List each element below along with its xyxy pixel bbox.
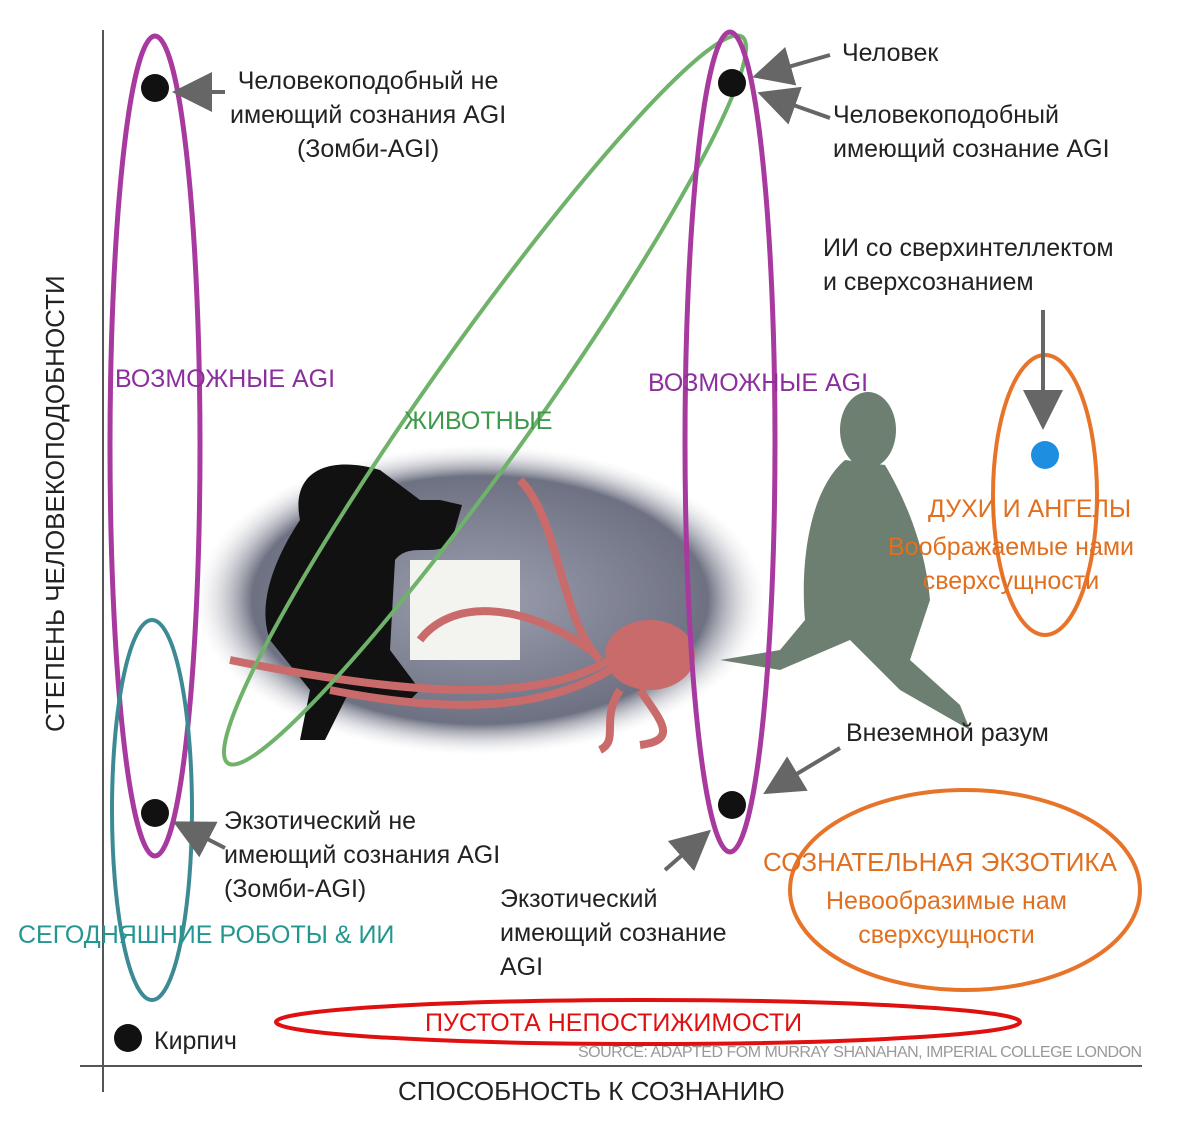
possible-agi-left-ellipse	[107, 33, 203, 859]
arrow-icon	[757, 86, 831, 125]
brick-dot	[114, 1024, 142, 1052]
arrow-icon	[763, 746, 842, 795]
spirits-subtitle: Воображаемые нами сверхсущности	[888, 530, 1134, 598]
brick-label: Кирпич	[154, 1027, 237, 1055]
superintelligence-dot	[1031, 441, 1059, 469]
arrow-icon	[172, 821, 226, 858]
label-line: имеющий сознание AGI	[833, 135, 1110, 163]
label-line: Человекоподобный не	[237, 67, 499, 95]
exotica-ellipse	[788, 788, 1142, 992]
zombie-humanlike-dot	[141, 74, 169, 102]
label-line: (Зомби-AGI)	[224, 875, 367, 903]
superintelligence-label: ИИ со сверхинтеллектом и сверхсознанием	[823, 231, 1114, 299]
conscious-exotic-label: Экзотический имеющий сознание AGI	[500, 882, 727, 984]
arrow-icon	[663, 829, 712, 872]
today-robots-label: СЕГОДНЯШНИЕ РОБОТЫ & ИИ	[18, 921, 395, 949]
exotica-title: СОЗНАТЕЛЬНАЯ ЭКЗОТИКА	[763, 847, 1117, 877]
void-label: ПУСТОТА НЕПОСТИЖИМОСТИ	[425, 1009, 803, 1037]
human-dot	[718, 69, 746, 97]
spirits-title: ДУХИ И АНГЕЛЫ	[928, 495, 1132, 523]
possible-agi-right-ellipse	[682, 29, 778, 855]
label-line: имеющий сознание	[500, 919, 727, 947]
possible-agi-right-label: ВОЗМОЖНЫЕ AGI	[648, 369, 869, 397]
octopus-image	[605, 620, 695, 690]
x-axis-label: СПОСОБНОСТЬ К СОЗНАНИЮ	[398, 1076, 785, 1106]
label-line: ИИ со сверхинтеллектом	[823, 234, 1114, 262]
animals-label: ЖИВОТНЫЕ	[404, 407, 553, 435]
zombie-exotic-label: Экзотический не имеющий сознания AGI (Зо…	[224, 804, 500, 906]
today-robots-ellipse	[110, 618, 194, 1002]
spirits-subtitle-line: Воображаемые нами	[888, 533, 1135, 561]
label-line: и сверхсознанием	[823, 268, 1034, 296]
zombie-exotic-dot	[141, 799, 169, 827]
arrow-icon	[752, 46, 831, 86]
animals-ellipse	[221, 33, 749, 767]
possible-agi-left-label: ВОЗМОЖНЫЕ AGI	[115, 365, 336, 393]
exotica-subtitle-line: Невообразимые нам	[826, 887, 1067, 915]
label-line: (Зомби-AGI)	[296, 135, 440, 163]
exotica-subtitle-line: сверхсущности	[858, 921, 1035, 949]
void-ellipse	[274, 998, 1022, 1046]
alien-image	[720, 392, 970, 730]
exotica-subtitle: Невообразимые нам сверхсущности	[826, 884, 1067, 952]
zombie-humanlike-label: Человекоподобный не имеющий сознания AGI…	[230, 64, 506, 166]
conscious-humanlike-label: Человекоподобный имеющий сознание AGI	[833, 98, 1110, 166]
label-line: имеющий сознания AGI	[230, 101, 507, 129]
label-line: имеющий сознания AGI	[224, 841, 501, 869]
source-note: SOURCE: ADAPTED FOM MURRAY SHANAHAN, IMP…	[578, 1044, 1142, 1061]
spirits-subtitle-line: сверхсущности	[922, 567, 1100, 595]
label-line: AGI	[500, 953, 544, 981]
conscious-exotic-dot	[718, 791, 746, 819]
cat-image	[265, 464, 462, 740]
label-line: Экзотический	[500, 885, 658, 913]
y-axis-label: СТЕПЕНЬ ЧЕЛОВЕКОПОДОБНОСТИ	[40, 275, 70, 732]
label-line: Человекоподобный	[833, 101, 1059, 129]
octopus-tentacles	[229, 477, 667, 754]
alien-label: Внеземной разум	[846, 719, 1049, 747]
human-label: Человек	[842, 39, 939, 67]
label-line: Экзотический не	[224, 807, 417, 835]
arrows	[172, 46, 1063, 872]
